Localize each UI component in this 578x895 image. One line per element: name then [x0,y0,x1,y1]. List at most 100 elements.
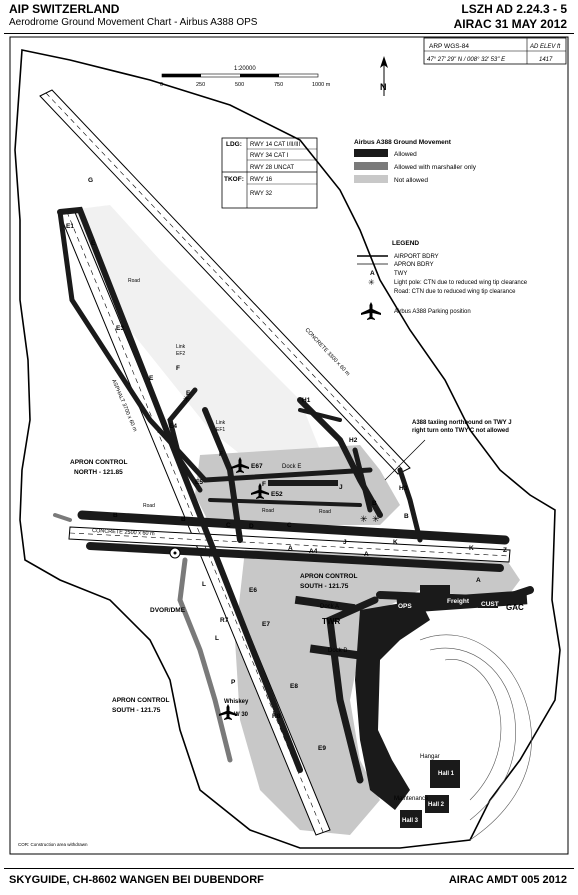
svg-text:✳: ✳ [372,514,380,524]
twy-b-1: B [113,512,118,519]
maintenance-label: Maintenance [394,796,429,802]
twy-k-1: K [393,539,398,546]
legend-airport-bdry: AIRPORT BDRY [394,254,439,260]
twy-p: P [231,679,236,686]
chart-title: Aerodrome Ground Movement Chart - Airbus… [9,17,258,28]
scale-bar: 1:20000 0 250 500 750 1000 m [160,66,331,88]
twy-e-3: E [186,390,191,397]
svg-text:✳: ✳ [360,514,368,524]
ops-label: OPS [398,603,412,610]
tkof-label: TKOF: [224,176,244,183]
legend-road: Road: CTN due to reduced wing tip cleara… [394,289,516,295]
chart-frame [9,36,569,855]
ldg-label: LDG: [226,141,242,148]
taxiways-allowed [57,206,534,784]
twy-b-2: B [181,516,186,523]
twy-a-3: A [476,577,481,584]
scale-tick-2: 500 [235,82,244,88]
twy-r7: R7 [220,617,229,624]
road-label-1: Road [128,278,140,284]
ef1-label: EF1 [216,427,225,433]
link-label-2: Link [216,420,226,426]
hall1-label: Hall 1 [438,771,455,777]
twy-j-2: J [343,539,347,546]
page-reference: LSZH AD 2.24.3 - 5 [461,2,567,16]
elev-label: AD ELEV ft [529,44,561,50]
grass-area-north [70,205,320,470]
arp-box: ARP WGS-84 AD ELEV ft 47° 27' 29" N / 00… [423,37,567,65]
road-label-2: Road [143,503,155,509]
hall3-label: Hall 3 [402,818,419,824]
twy-c-2: C [287,522,292,529]
road-label-4: Road [319,509,331,515]
scale-tick-3: 750 [274,82,283,88]
airac-date: AIRAC 31 MAY 2012 [453,17,567,31]
ef2-label: EF2 [176,351,185,357]
twy-f-3: F [262,481,266,488]
twy-a-2: A [364,551,369,558]
dock-e-label: Dock E [282,464,301,470]
twy-h1: H1 [302,397,311,404]
not-allowed-swatch [354,175,388,183]
ldg-rwy-1: RWY 14 CAT I/II/III [250,142,301,148]
not-allowed-label: Not allowed [394,177,428,184]
label-runway-ew: CONCRETE 2500 x 60 m [92,528,155,537]
light-pole-icon: ✳ [368,278,375,287]
twy-b-3: B [372,500,377,507]
cust-label: CUST [481,601,499,608]
twy-e9: E9 [318,745,326,752]
runway-14-32 [39,89,411,475]
marshaller-label: Allowed with marshaller only [394,164,477,171]
legend-light-pole: Light pole: CTN due to reduced wing tip … [394,280,528,286]
footer-amendment: AIRAC AMDT 005 2012 [448,874,567,886]
elevation-value: 1417 [539,57,553,63]
legend-apron-bdry: APRON BDRY [394,262,434,268]
publication-title: AIP SWITZERLAND [9,2,120,16]
twy-e6: E6 [249,587,257,594]
twy-r8: R8 [272,713,281,720]
legend-title: LEGEND [392,240,419,247]
ldg-rwy-2: RWY 34 CAT I [250,153,289,159]
twr-label: TWR [322,617,340,626]
ldg-rwy-3: RWY 28 UNCAT [250,165,294,171]
allowed-label: Allowed [394,151,417,158]
freight-label: Freight [447,598,470,605]
twy-e8: E8 [290,683,298,690]
footer-publisher: SKYGUIDE, CH-8602 WANGEN BEI DUBENDORF [9,874,264,886]
roads [419,634,532,841]
legend-twy-symbol: A [370,270,375,277]
twy-f-1: F [176,365,180,372]
twy-e-2: E [149,375,154,382]
aircraft-parking-e52-icon [251,483,269,499]
twy-k-2: K [469,545,474,552]
dvor-label: DVOR/DME [150,607,186,614]
link-label-1: Link [176,344,186,350]
apron-north-frequency: NORTH - 121.85 [74,469,123,476]
twy-e7: E7 [262,621,270,628]
dock-b-label: Dock B [328,648,347,654]
twy-a-1: A [288,545,293,552]
twy-j-1: J [339,484,343,491]
footer-rule [4,868,574,869]
legend-parking: Airbus A388 Parking position [394,309,471,315]
w30-label: W 30 [234,712,249,718]
twy-e-1: E [91,240,96,247]
e52-label: E52 [271,491,283,498]
twy-a4: A4 [309,548,318,555]
tkof-rwy-1: RWY 16 [250,177,273,183]
twy-e5: E5 [195,479,203,486]
e67-label: E67 [251,463,263,470]
light-pole-icons: ✳ ✳ ✳ [183,394,380,524]
runway-10-28 [68,526,511,563]
arp-label: ARP WGS-84 [429,43,469,50]
apron-south-label: APRON CONTROL [112,697,169,704]
twy-f-2: F [219,451,223,458]
twy-e3: E3 [116,325,124,332]
cor-note: COR: Construction area withdrawn [18,842,88,847]
dock-a-label: Dock A [320,604,339,610]
twy-z: Z [503,547,507,554]
scale-tick-0: 0 [160,82,163,88]
north-arrow-icon: N [380,56,388,96]
note-line-1: A388 taxiing northbound on TWY J [412,420,512,426]
